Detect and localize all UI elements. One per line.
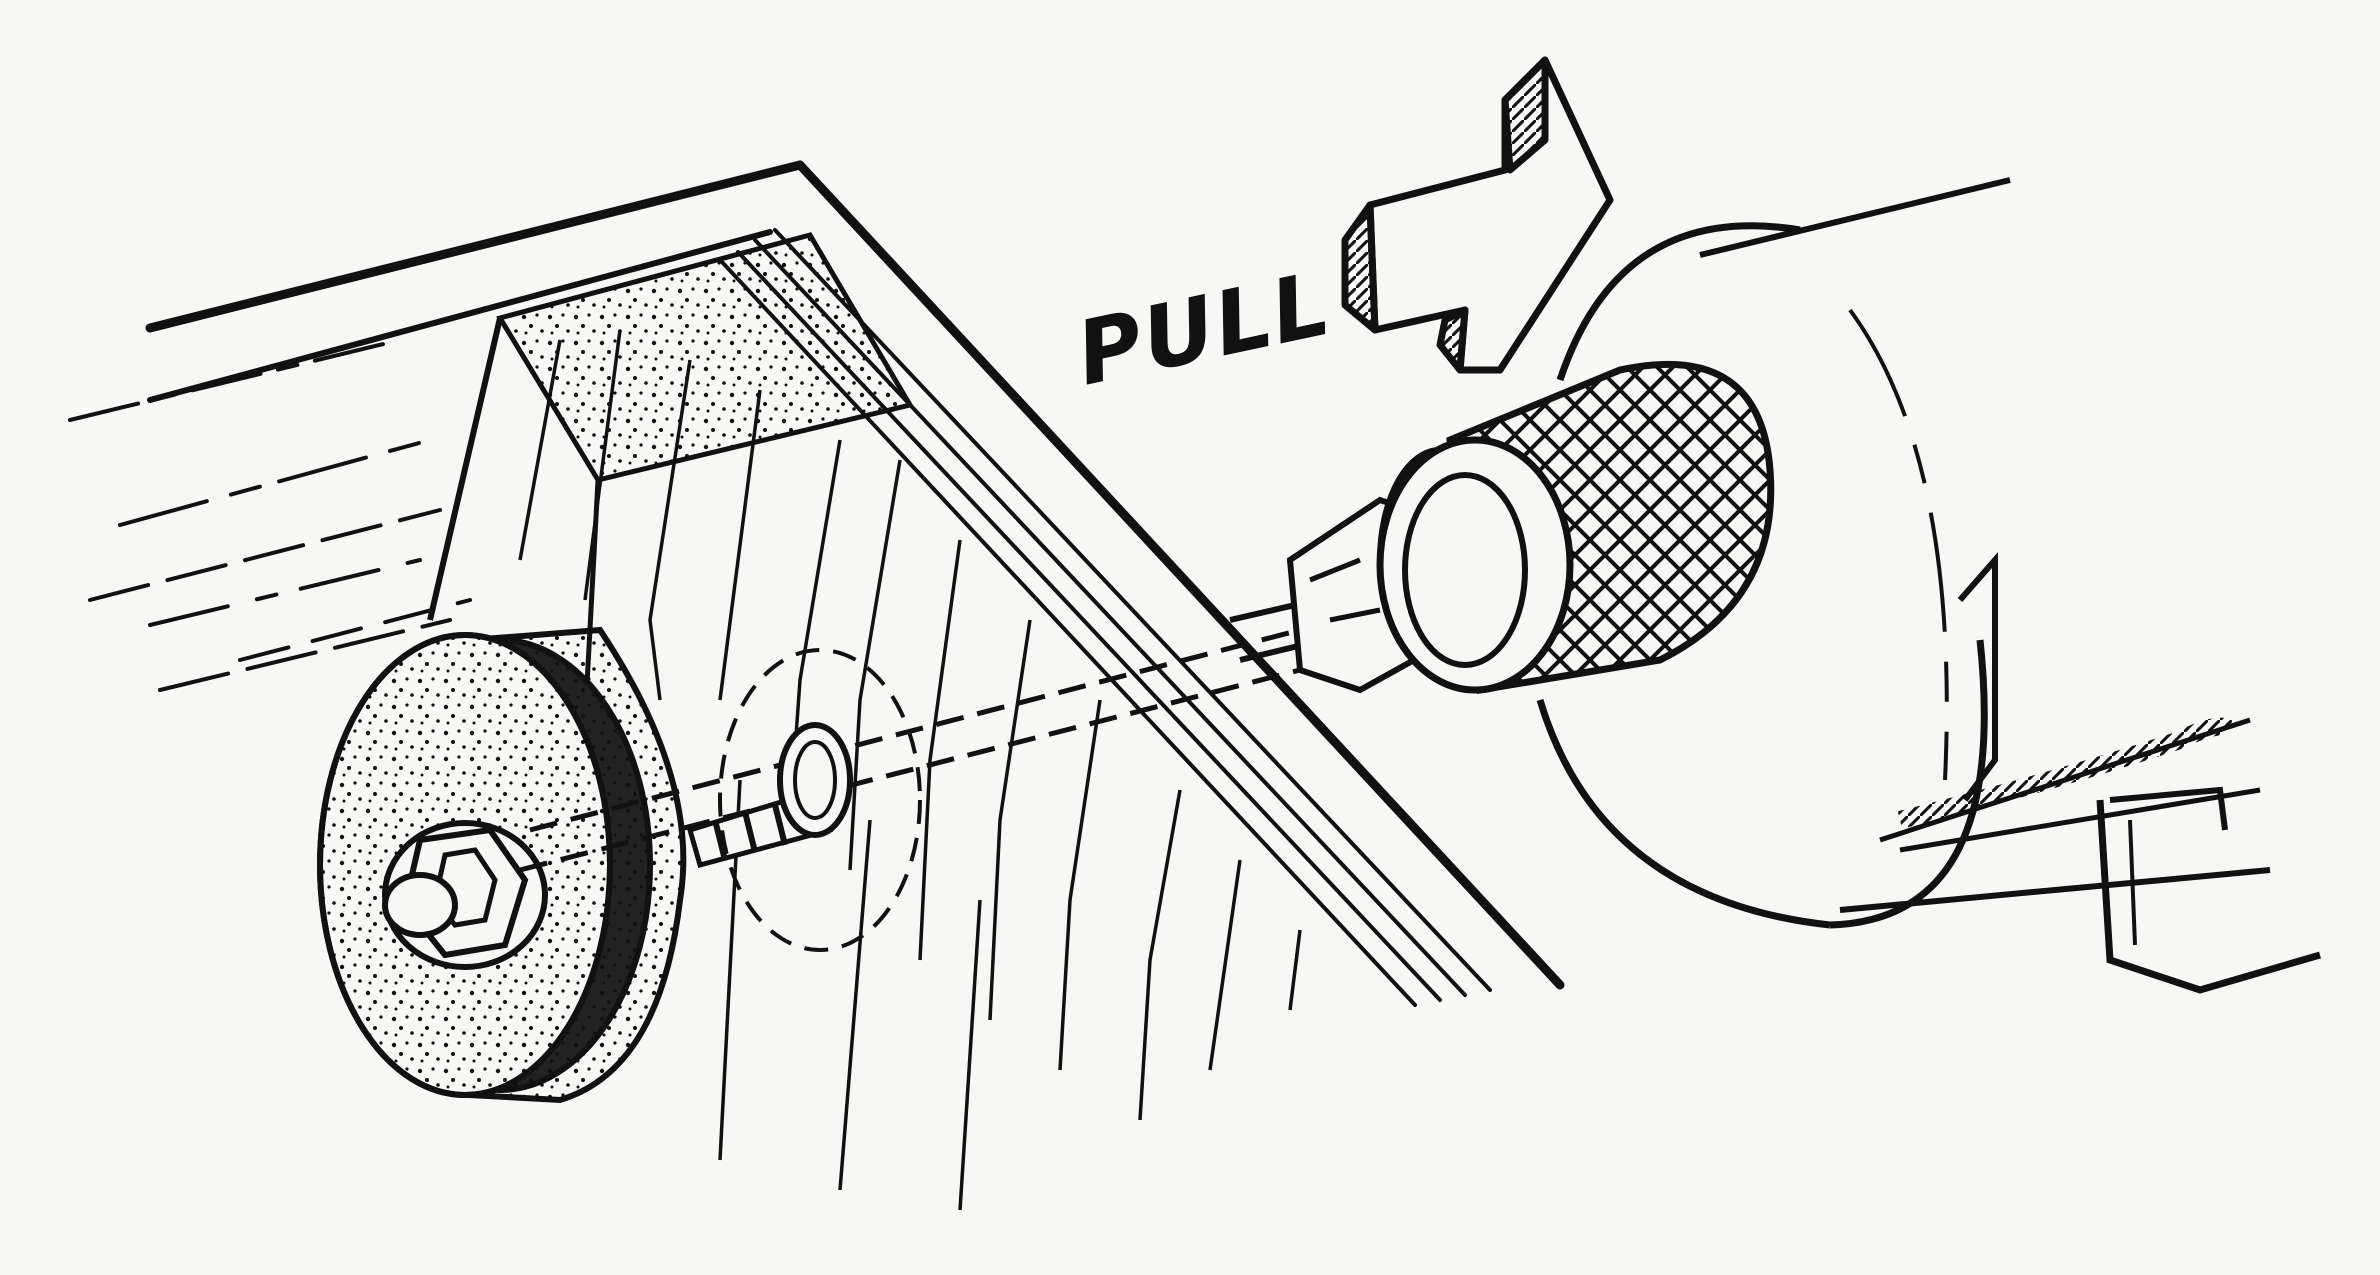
pull-label: PULL [1068, 252, 1340, 406]
motor-housing [1536, 177, 2321, 994]
pull-arrow-icon [1341, 56, 1614, 374]
drill-chuck [1286, 360, 1775, 695]
arbor-nut [382, 820, 548, 970]
wood-block [427, 232, 1302, 1211]
mandrel-shaft [519, 627, 1301, 952]
